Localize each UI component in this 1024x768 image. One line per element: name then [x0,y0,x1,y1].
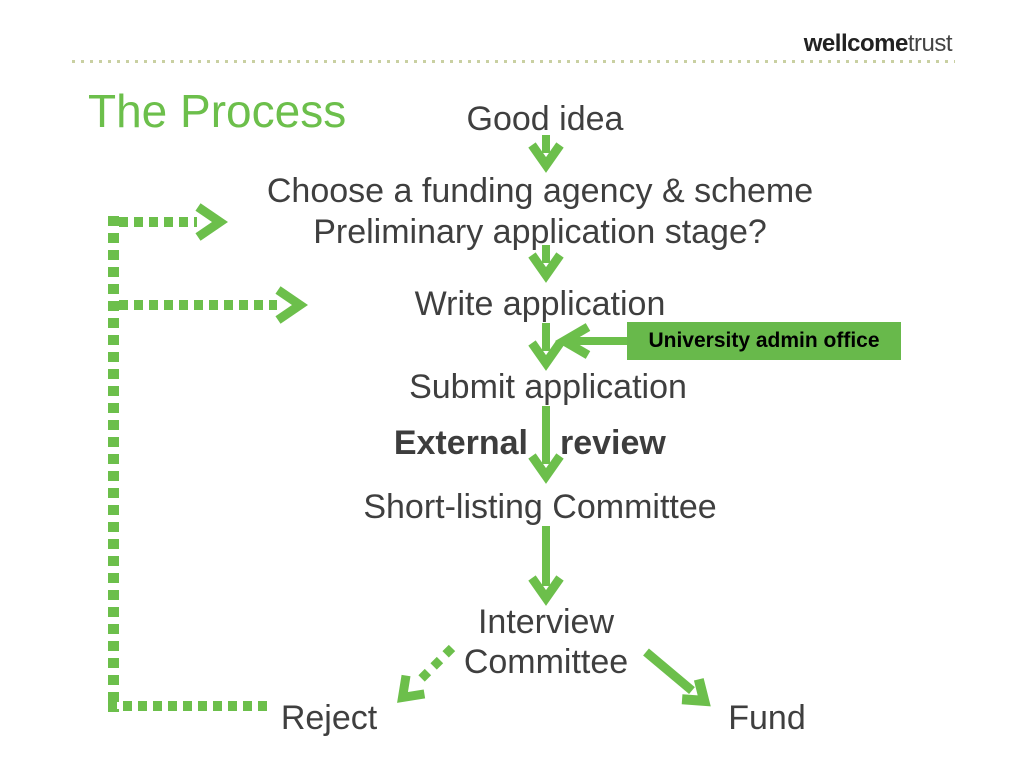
dotted-feedback-line-bottom [108,701,270,711]
arrow-down-icon [528,406,564,484]
arrow-left-icon [555,323,628,359]
dotted-feedback-line-vertical [108,216,119,712]
page-title: The Process [88,85,347,137]
arrow-down-icon [528,135,564,173]
dotted-branch-line-middle [119,300,277,310]
choose-agency-line1: Choose a funding agency & scheme [266,172,814,210]
choose-agency-line2: Preliminary application stage? [313,213,767,251]
callout-label: University admin office [648,329,880,352]
dotted-arrow-down-left-icon [397,644,456,703]
flow-node-external-review-word2: review [560,424,666,462]
interview-line1: Interview [477,603,615,641]
flow-node-reject: Reject [280,699,378,737]
callout-university-admin-office: University admin office [627,322,901,360]
dotted-arrow-right-icon [275,286,308,324]
interview-line2: Committee [463,643,629,681]
flow-node-shortlisting-committee: Short-listing Committee [363,488,717,526]
flow-node-write-application: Write application [414,285,666,323]
flow-node-choose-agency: Choose a funding agency & scheme Prelimi… [267,171,813,253]
arrow-down-icon [528,245,564,283]
flow-node-submit-application: Submit application [409,368,687,406]
dotted-arrow-right-icon [195,203,228,241]
flow-node-good-idea: Good idea [466,100,624,138]
logo-trust-text: trust [907,30,953,57]
arrow-down-icon [528,526,564,606]
arrow-down-right-icon [643,648,711,707]
arrow-down-icon [528,323,564,371]
flow-node-fund: Fund [728,699,806,737]
wellcome-trust-logo: wellcometrust [803,30,953,58]
flow-node-interview-committee: Interview Committee [464,602,628,682]
dotted-branch-line-top [119,217,197,227]
dotted-separator [72,60,955,63]
logo-wellcome-text: wellcome [803,30,909,57]
flow-node-external-review-word1: External [393,424,528,462]
